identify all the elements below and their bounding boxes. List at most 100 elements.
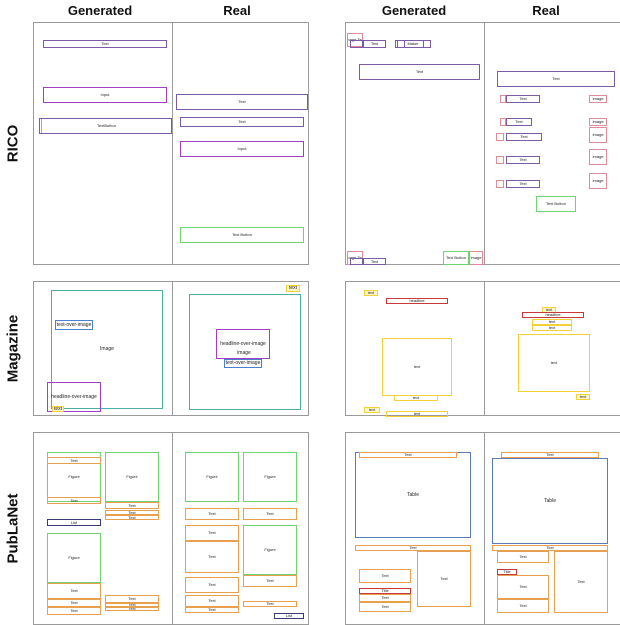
mag-real-text-box: text (532, 325, 572, 331)
rico-real-image-box: Image (589, 173, 607, 189)
pub-real-text-box: Text (185, 595, 239, 607)
mag-real-text-box: text (518, 334, 590, 392)
panel-divider (172, 23, 173, 264)
panel-rico-right: Image Text Text Maker Text Image Text Te… (345, 22, 620, 265)
mag-gen-headline-box: headline (386, 298, 448, 304)
panel-divider (172, 282, 173, 415)
pub-gen-table-box: Table (355, 452, 471, 538)
pub-real-figure-box: Figure (243, 452, 297, 502)
rico-real-icon-box (500, 95, 506, 103)
rico-gen-text-box: Text (363, 40, 386, 48)
rico-real-text-box: Text (506, 95, 540, 103)
rico-real-text-box: Text (497, 71, 615, 87)
pub-real-text-box: Text (243, 601, 297, 607)
row-label-rico: RICO (4, 124, 22, 163)
rico-real-text-box: Text (176, 94, 308, 110)
mag-real-text-box: text (532, 319, 572, 325)
pub-gen-text-box: Text (105, 607, 159, 611)
pub-real-text-box: Text (492, 545, 608, 551)
rico-real-image-box: Image (589, 118, 607, 126)
rico-gen-text-box: Text (363, 258, 386, 265)
mag-gen-text-box: text (394, 395, 438, 401)
pub-real-figure-box: Figure (243, 525, 297, 575)
pub-gen-figure-box: Figure (47, 452, 101, 502)
pub-gen-text-box: Text (47, 583, 101, 599)
pub-real-text-box: Text (185, 508, 239, 520)
rico-real-icon-box (500, 118, 506, 126)
pub-real-table-box: Table (492, 458, 608, 544)
rico-gen-input-box: Input (43, 87, 167, 103)
rico-real-image-box: Image (589, 95, 607, 103)
rico-real-image-box: Image (589, 149, 607, 165)
pub-real-text-box: Text (497, 575, 549, 599)
pub-gen-text-box: Text (359, 602, 411, 612)
rico-gen-icon-box (397, 40, 405, 48)
mag-gen-image-box: Image (51, 290, 163, 409)
pub-real-text-box: Text (185, 525, 239, 541)
pub-real-text-box: Text (497, 599, 549, 613)
mag-real-text-box: text (576, 394, 590, 400)
panel-divider (484, 433, 485, 624)
rico-real-icon-box (496, 180, 504, 188)
mag-gen-text-box: text (386, 411, 448, 417)
mag-gen-text-box: text (364, 407, 380, 413)
pub-gen-text-box: Text (355, 545, 471, 551)
header-right-real: Real (532, 3, 560, 18)
mag-real-image-label: image (237, 349, 251, 356)
mag-real-text-box: text (286, 285, 300, 292)
mag-real-text-over-image-box: text-over-image (224, 359, 262, 368)
rico-gen-button-box: Text Button (443, 251, 469, 265)
pub-gen-text-box: Text (47, 497, 101, 504)
pub-gen-text-box: Text (105, 515, 159, 520)
pub-gen-text-box: Text (105, 595, 159, 603)
pub-gen-text-box: Text (359, 569, 411, 583)
mag-real-headline-box: headline (522, 312, 584, 318)
pub-real-title-box: Title (497, 569, 517, 575)
pub-gen-text-box: Text (359, 452, 457, 458)
rico-real-icon-box (496, 156, 504, 164)
mag-gen-text-box: text (364, 290, 378, 296)
rico-real-text-box: Text (506, 118, 532, 126)
pub-real-text-box: Text (185, 577, 239, 593)
mag-real-headline-over-image-box: headline-over-image (216, 329, 270, 359)
rico-real-text-box: Text (506, 133, 542, 141)
rico-real-image-box: Image (589, 127, 607, 143)
header-right-generated: Generated (381, 3, 447, 18)
panel-divider (172, 433, 173, 624)
panel-divider (484, 282, 485, 415)
rico-gen-text-box (350, 40, 363, 48)
pub-gen-figure-box: Figure (47, 533, 101, 583)
pub-gen-title-box: Title (359, 588, 411, 594)
rico-real-text-box: Text (506, 156, 540, 164)
pub-gen-text-box: Text (47, 599, 101, 607)
rico-gen-text-box: Text (43, 40, 167, 48)
pub-gen-text-box: Text (105, 502, 159, 509)
pub-real-text-box: Text (554, 551, 608, 613)
pub-real-text-box: Text (185, 607, 239, 613)
panel-divider (484, 23, 485, 264)
pub-real-text-box: Text (501, 452, 599, 458)
rico-real-button-box: Text Button (180, 227, 304, 243)
panel-publanet-left: Figure Text Text Figure Text Text Text L… (33, 432, 309, 625)
rico-real-text-box: Text (506, 180, 540, 188)
pub-gen-text-box: Text (47, 457, 101, 464)
rico-gen-icon-box (423, 40, 431, 48)
rico-real-text-box: Text (180, 117, 304, 127)
pub-real-text-box: Text (243, 575, 297, 587)
pub-real-list-box: List (274, 613, 304, 619)
header-left-generated: Generated (67, 3, 133, 18)
row-label-publanet: PubLaNet (4, 493, 22, 564)
row-label-magazine: Magazine (4, 314, 22, 383)
pub-gen-list-box: List (47, 519, 101, 526)
pub-gen-text-box: Text (359, 594, 411, 602)
pub-gen-text-box: Text (417, 551, 471, 607)
panel-publanet-right: Table Text Text Text Text Title Text Tex… (345, 432, 620, 625)
mag-real-image-box (189, 294, 301, 410)
pub-real-figure-box: Figure (185, 452, 239, 502)
mag-gen-text-box: text (382, 338, 452, 396)
rico-real-input-box: Input (180, 141, 304, 157)
pub-real-text-box: Text (497, 551, 549, 563)
rico-gen-text-box (350, 258, 363, 265)
pub-gen-text-box: Text (105, 603, 159, 607)
pub-gen-figure-box: Figure (105, 452, 159, 502)
